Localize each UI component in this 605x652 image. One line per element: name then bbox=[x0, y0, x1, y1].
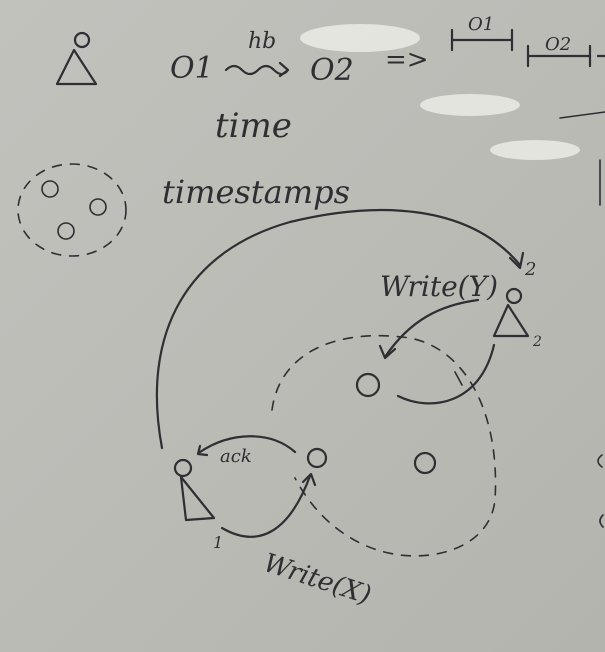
tick-mark bbox=[454, 371, 463, 386]
replica-group bbox=[17, 163, 127, 257]
write-x-arrow bbox=[220, 474, 312, 538]
return-arc bbox=[396, 343, 496, 405]
ack-label: ack bbox=[220, 446, 252, 467]
squiggle-arrow bbox=[224, 61, 290, 78]
arrowhead bbox=[301, 472, 317, 487]
replica-node bbox=[413, 451, 437, 475]
implies-arrow: => bbox=[385, 45, 429, 75]
svg-text:O1: O1 bbox=[468, 14, 494, 35]
interval-o2: O2 bbox=[526, 34, 605, 68]
arrowhead bbox=[378, 344, 397, 360]
hb-label: hb bbox=[248, 29, 276, 54]
o1-label: O1 bbox=[170, 51, 214, 86]
ack-arrow bbox=[198, 435, 297, 454]
arrowhead bbox=[508, 251, 525, 270]
write-y-label: Write(Y) bbox=[380, 270, 498, 303]
client-2-icon: 2 bbox=[492, 287, 542, 350]
client-2-top-label: 2 bbox=[524, 259, 536, 280]
replica-node bbox=[306, 447, 328, 469]
o2-label: O2 bbox=[310, 53, 354, 88]
time-label: time bbox=[215, 106, 292, 146]
timestamps-label: timestamps bbox=[162, 173, 350, 211]
glare-patch bbox=[490, 140, 580, 160]
svg-text:O2: O2 bbox=[545, 34, 571, 55]
edge-mark bbox=[599, 514, 604, 528]
svg-text:2: 2 bbox=[532, 334, 542, 350]
client-stick-figure-icon bbox=[55, 31, 98, 86]
replica-node bbox=[355, 372, 381, 398]
glare-patch bbox=[300, 24, 420, 52]
write-x-label: Write(X) bbox=[260, 548, 375, 611]
arrowhead bbox=[196, 444, 209, 457]
replica-set-outline bbox=[271, 334, 497, 557]
edge-mark bbox=[597, 454, 603, 468]
glare-patch bbox=[420, 94, 520, 116]
long-arc-arrow bbox=[155, 208, 522, 450]
write-y-arrow bbox=[383, 298, 480, 359]
edge-mark bbox=[559, 111, 605, 119]
svg-text:1: 1 bbox=[213, 533, 223, 552]
client-1-icon: 1 bbox=[173, 458, 223, 552]
interval-o1: O1 bbox=[450, 14, 514, 52]
